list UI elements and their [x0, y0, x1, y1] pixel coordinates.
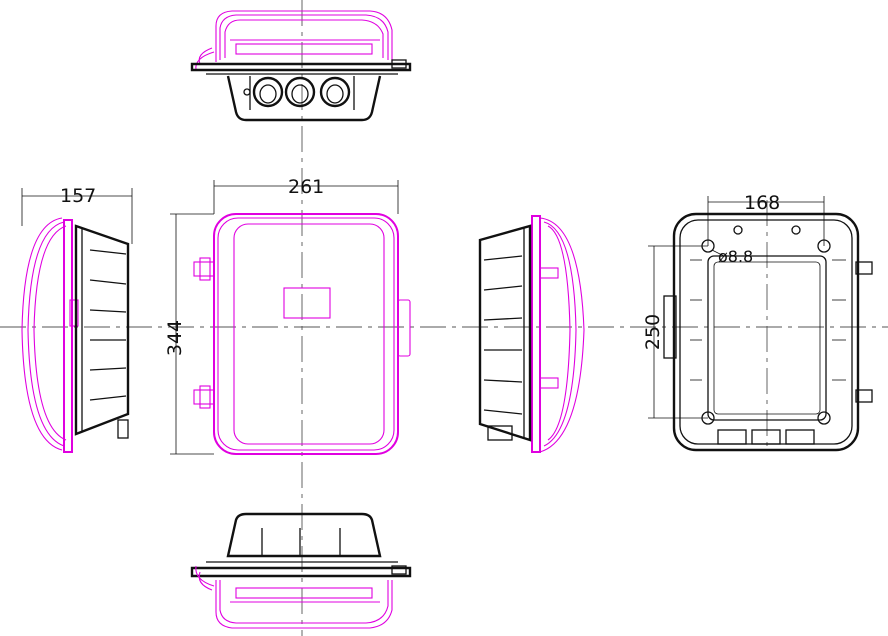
- mount-height-dimension-label: 250: [642, 314, 664, 350]
- height-dimension-label: 344: [164, 320, 186, 356]
- back-view: [663, 212, 873, 452]
- front-view: [193, 213, 411, 455]
- left-side-view: [21, 217, 130, 453]
- bottom-view: [190, 512, 412, 629]
- dimension-lines: [21, 180, 825, 455]
- depth-dimension-label: 157: [60, 185, 96, 207]
- mount-width-dimension-label: 168: [744, 192, 780, 214]
- hole-diameter-label: ø8.8: [718, 247, 753, 266]
- width-dimension-label: 261: [288, 176, 324, 198]
- top-view: [190, 10, 412, 122]
- right-side-view: [478, 215, 585, 453]
